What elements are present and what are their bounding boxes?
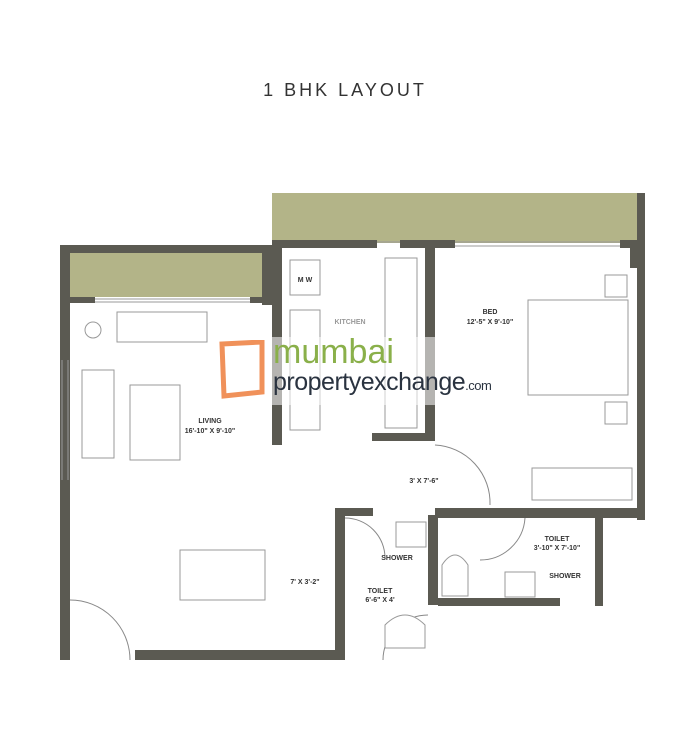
toilet2-label: TOILET [545, 536, 570, 543]
watermark-logo-icon [219, 340, 265, 399]
balcony-left [70, 253, 262, 297]
watermark-brand: propertyexchange [273, 368, 466, 396]
watermark-line1: mumbai [273, 333, 394, 371]
toilet1-label: TOILET [368, 588, 393, 595]
balcony-right [272, 193, 637, 243]
living-label: LIVING [198, 418, 222, 425]
dining-size: 7' X 3'-2" [290, 579, 319, 586]
living-size: 16'-10" X 9'-10" [185, 428, 235, 435]
windows [61, 241, 620, 480]
toilet2-shower-label: SHOWER [549, 573, 581, 580]
kitchen-label: KITCHEN [334, 319, 365, 326]
bed-size: 12'-5" X 9'-10" [467, 319, 514, 326]
watermark: mumbai propertyexchange.com [215, 333, 492, 405]
watermark-line2: propertyexchange.com [273, 367, 492, 401]
walls [60, 193, 645, 660]
plan-title: 1 BHK LAYOUT [263, 80, 427, 100]
toilet2-size: 3'-10" X 7'-10" [534, 545, 581, 552]
bed-label: BED [483, 309, 498, 316]
furniture [81, 257, 633, 649]
toilet1-shower-label: SHOWER [381, 555, 413, 562]
doors [69, 444, 526, 661]
microwave-label: M W [298, 277, 313, 284]
watermark-suffix: .com [465, 378, 492, 393]
toilet1-size: 6'-6" X 4' [365, 597, 395, 604]
passage-size: 3' X 7'-6" [409, 478, 438, 485]
